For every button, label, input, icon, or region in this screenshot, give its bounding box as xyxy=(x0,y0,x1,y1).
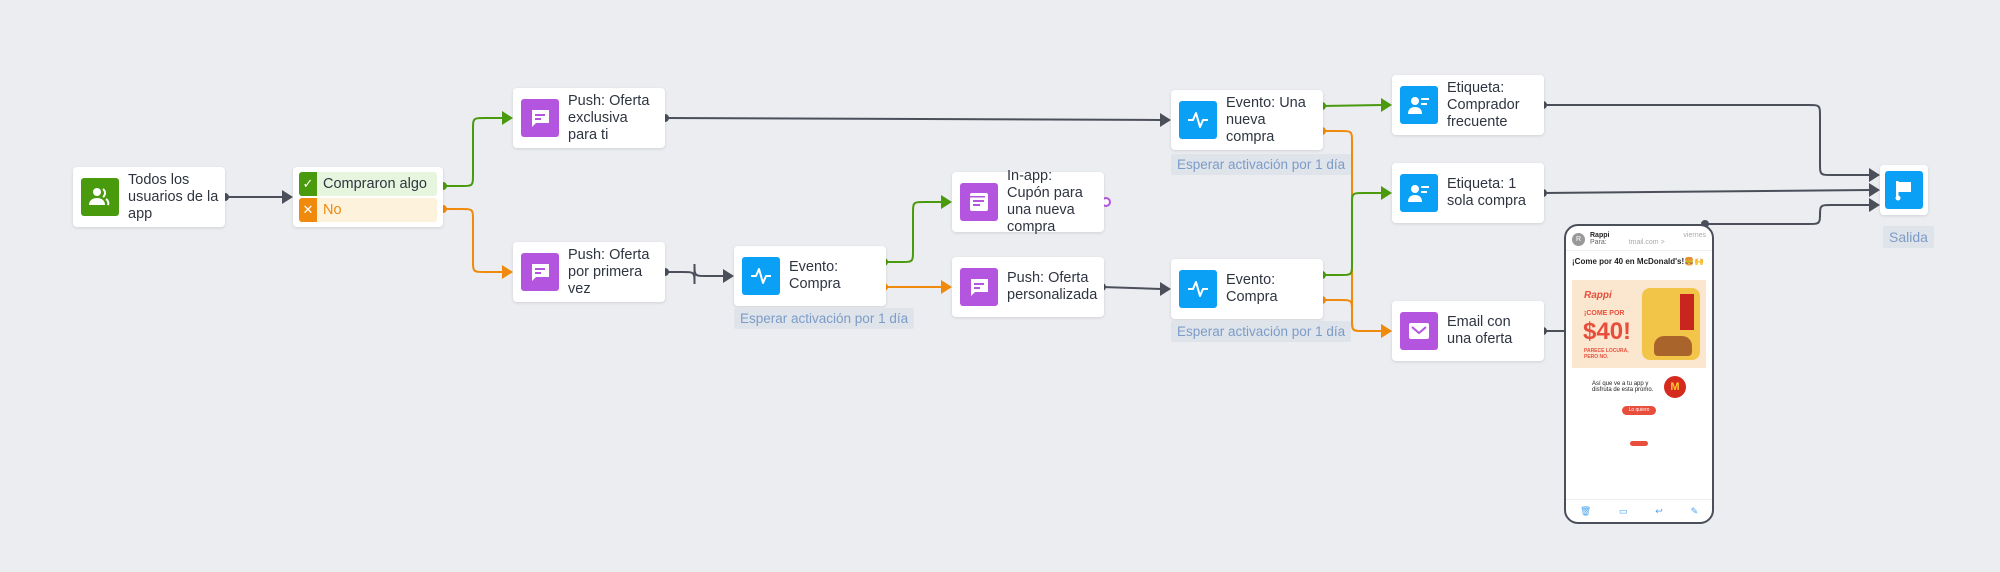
arrowhead xyxy=(941,195,952,209)
node-label: Evento: Compra xyxy=(1226,272,1278,305)
arrowhead xyxy=(941,280,952,294)
push-message-icon xyxy=(960,268,998,306)
activity-icon xyxy=(1179,270,1217,308)
folder-icon: ▭ xyxy=(1619,505,1628,516)
promo-banner: Rappi ¡COME POR $40! PARECE LOCURA, PERO… xyxy=(1572,280,1706,368)
email-body-text: Así que ve a tu app y disfruta de esta p… xyxy=(1592,381,1654,393)
email-subject: ¡Come por 40 en McDonald's!🍔🙌 xyxy=(1572,257,1705,266)
mcdonalds-logo: M xyxy=(1664,376,1686,398)
node-tag-single[interactable]: Etiqueta: 1 sola compra xyxy=(1392,163,1544,223)
wait-label: Esperar activación por 1 día xyxy=(734,308,915,329)
banner-line2: PARECE LOCURA, PERO NO. xyxy=(1584,348,1629,360)
node-label: Push: Oferta personalizada xyxy=(1007,270,1098,303)
check-icon: ✓ xyxy=(299,172,317,196)
node-inapp-coupon[interactable]: In-app: Cupón para una nueva compra xyxy=(952,168,1104,235)
arrowhead xyxy=(1869,198,1880,212)
sender-name: Rappi xyxy=(1590,232,1610,239)
connector-edge xyxy=(1705,204,1870,225)
banner-brand: Rappi xyxy=(1584,290,1612,301)
node-label: Evento: Compra xyxy=(789,259,841,292)
node-event-purchase-2[interactable]: Evento: Compra xyxy=(1171,259,1323,319)
node-push-first[interactable]: Push: Oferta por primera vez xyxy=(513,242,665,302)
node-label: Etiqueta: Comprador frecuente xyxy=(1447,79,1520,130)
node-all-users[interactable]: Todos los usuarios de la app xyxy=(73,167,225,227)
in-app-icon xyxy=(960,183,998,221)
condition-no-label: No xyxy=(323,202,342,218)
arrowhead xyxy=(1869,183,1880,197)
node-email-offer[interactable]: Email con una oferta xyxy=(1392,301,1544,361)
email-date: viernes xyxy=(1683,232,1706,239)
banner-price: $40! xyxy=(1583,318,1632,345)
arrowhead xyxy=(1869,168,1880,182)
arrowhead xyxy=(502,265,513,279)
condition-no-branch[interactable]: ✕ No xyxy=(299,198,437,222)
connector-orange xyxy=(1322,299,1382,332)
connector-edge xyxy=(1101,286,1162,290)
to-label: Para: xyxy=(1590,239,1607,246)
push-message-icon xyxy=(521,253,559,291)
user-tag-icon xyxy=(1400,174,1438,212)
arrowhead xyxy=(1160,282,1171,296)
compose-icon: ✎ xyxy=(1690,505,1699,516)
node-condition[interactable]: ✓ Compraron algo ✕ No xyxy=(293,167,443,227)
connector-edge xyxy=(1542,189,1871,194)
reply-icon: ↩ xyxy=(1655,505,1663,516)
arrowhead xyxy=(723,269,734,283)
node-tag-frequent[interactable]: Etiqueta: Comprador frecuente xyxy=(1392,75,1544,135)
connector-orange xyxy=(443,208,503,273)
arrowhead xyxy=(1381,324,1392,338)
activity-icon xyxy=(1179,101,1217,139)
node-push-personal[interactable]: Push: Oferta personalizada xyxy=(952,257,1104,317)
node-label: Email con una oferta xyxy=(1447,314,1513,347)
condition-yes-branch[interactable]: ✓ Compraron algo xyxy=(299,172,437,196)
node-label: Evento: Una nueva compra xyxy=(1226,94,1306,145)
node-label: Etiqueta: 1 sola compra xyxy=(1447,176,1526,209)
cta-button: Lo quiero xyxy=(1622,406,1656,415)
user-tag-icon xyxy=(1400,86,1438,124)
node-push-exclusive[interactable]: Push: Oferta exclusiva para ti xyxy=(513,88,665,148)
connector-edge xyxy=(1543,104,1870,176)
arrowhead xyxy=(502,111,513,125)
wait-label: Esperar activación por 1 día xyxy=(1171,321,1352,342)
arrowhead xyxy=(282,190,293,204)
node-event-purchase-1[interactable]: Evento: Compra xyxy=(734,246,886,306)
banner-line1: ¡COME POR xyxy=(1584,310,1625,317)
node-label: Push: Oferta por primera vez xyxy=(568,246,650,297)
x-icon: ✕ xyxy=(299,198,317,222)
email-icon xyxy=(1400,312,1438,350)
flag-icon xyxy=(1885,171,1923,209)
connector-green xyxy=(1322,192,1382,276)
burger-image xyxy=(1642,288,1700,360)
connector-green xyxy=(443,117,503,187)
trash-icon: 🗑 xyxy=(1579,505,1592,516)
node-exit[interactable] xyxy=(1880,165,1928,215)
connector-edge xyxy=(664,117,1162,121)
connector-green xyxy=(1321,104,1383,107)
exit-label: Salida xyxy=(1883,226,1934,248)
email-preview-phone: R Rappi Para: tmail.com > viernes ¡Come … xyxy=(1564,224,1714,524)
push-message-icon xyxy=(521,99,559,137)
sender-avatar: R xyxy=(1572,232,1585,246)
arrowhead xyxy=(1160,113,1171,127)
arrowhead xyxy=(1381,186,1392,200)
condition-yes-label: Compraron algo xyxy=(323,176,427,192)
node-label: In-app: Cupón para una nueva compra xyxy=(1007,168,1083,235)
connector-edge xyxy=(665,263,724,285)
node-label: Todos los usuarios de la app xyxy=(128,171,219,222)
node-label: Push: Oferta exclusiva para ti xyxy=(568,92,650,143)
users-icon xyxy=(81,178,119,216)
wait-label: Esperar activación por 1 día xyxy=(1171,154,1352,175)
arrowhead xyxy=(1381,98,1392,112)
activity-icon xyxy=(742,257,780,295)
mustache-logo xyxy=(1630,441,1648,446)
connector-green xyxy=(884,201,942,263)
node-event-new-purchase[interactable]: Evento: Una nueva compra xyxy=(1171,90,1323,150)
to-address: tmail.com > xyxy=(1628,239,1665,246)
